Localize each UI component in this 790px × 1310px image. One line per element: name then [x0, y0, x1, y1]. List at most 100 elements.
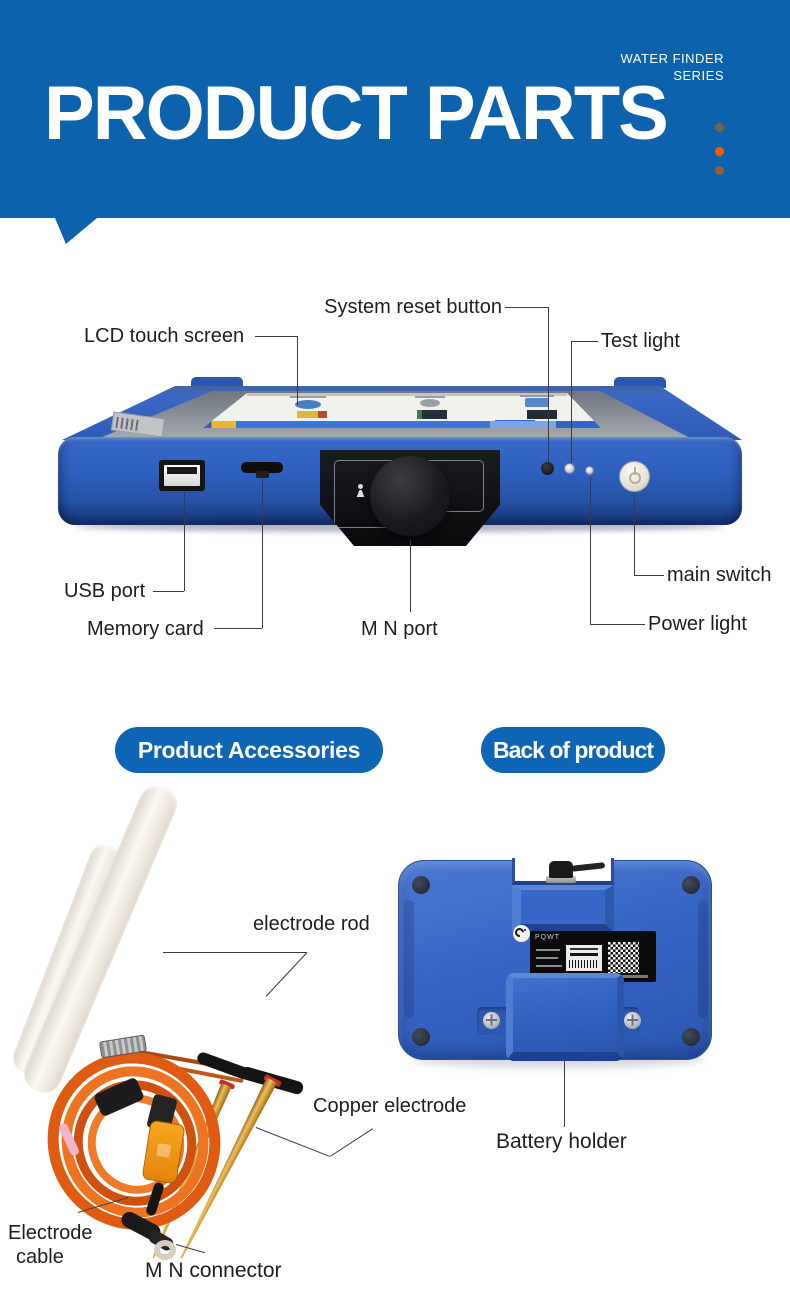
screen-menubar [247, 393, 567, 396]
device-rear-foot-right [614, 377, 666, 388]
battery-screw-right [624, 1012, 641, 1029]
device-rear-foot-left [191, 377, 243, 388]
series-caption: WATER FINDER SERIES [524, 50, 724, 84]
screw-slot [631, 1014, 634, 1026]
leader-test-light-v [571, 341, 572, 463]
screen-icon-window [525, 398, 549, 407]
screw-slot [490, 1014, 493, 1026]
person-icon-body [356, 490, 365, 497]
sticker-qr-code [608, 942, 639, 973]
serial-sticker-barcode [115, 416, 139, 431]
decor-dot-2 [715, 147, 724, 156]
callout-mn-connector: M N connector [145, 1259, 282, 1282]
leader-system-reset-v [548, 307, 549, 462]
leader-system-reset-h [505, 307, 548, 308]
memory-card-slot-graphic [241, 462, 283, 473]
battery-holder-graphic [506, 973, 624, 1061]
back-raised-panel [512, 885, 614, 932]
leader-mn-connector-d [175, 1244, 205, 1254]
leader-copper-electrode-d2 [329, 1128, 374, 1157]
header-pointer-triangle [55, 218, 97, 244]
sticker-field-line [536, 949, 560, 951]
callout-main-switch: main switch [667, 564, 772, 586]
back-corner-pad-br [682, 1028, 700, 1046]
leader-lcd-h [255, 336, 297, 337]
leader-lcd-v [297, 336, 298, 405]
usb-port-inner [164, 465, 200, 486]
cert-logo-dot [524, 929, 526, 931]
callout-copper-electrode: Copper electrode [313, 1095, 467, 1117]
screen-icon-gear [420, 399, 440, 407]
main-switch-graphic [619, 461, 650, 492]
sticker-barcode [569, 960, 599, 968]
leader-memory-v [262, 478, 263, 628]
leader-test-light-h [571, 341, 598, 342]
leader-electrode-rod-h [163, 952, 307, 953]
callout-memory-card: Memory card [87, 618, 204, 640]
sticker-field-line [536, 957, 558, 959]
system-reset-button-graphic [541, 462, 554, 475]
screen-icon-dark [527, 410, 557, 419]
back-groove-right [698, 900, 708, 1018]
screen-icon-round [295, 400, 321, 409]
leader-main-switch-v [634, 494, 635, 575]
decor-dot-3 [715, 166, 724, 175]
sticker-field-line [536, 965, 562, 967]
screen-text-smudge [520, 395, 554, 397]
callout-power-light: Power light [648, 613, 747, 635]
series-line-1: WATER FINDER [620, 51, 724, 66]
series-line-2: SERIES [673, 68, 724, 83]
callout-electrode-rod: electrode rod [253, 913, 370, 935]
leader-main-switch-h [634, 575, 664, 576]
mn-ring-terminal [154, 1240, 176, 1260]
decor-dot-1 [715, 123, 724, 132]
header-band [0, 0, 790, 218]
electrode-cable-line-1: Electrode [8, 1222, 93, 1244]
callout-system-reset: System reset button [324, 296, 502, 318]
leader-usb-v [184, 492, 185, 591]
mn-port-knob [370, 456, 450, 536]
usb-port-pins [167, 467, 197, 474]
mn-port-recess [320, 450, 500, 546]
back-groove-left [404, 900, 414, 1018]
leader-battery-holder-v [564, 1061, 565, 1127]
power-light-led [585, 466, 594, 475]
back-corner-pad-tl [412, 876, 430, 894]
sticker-model-box [566, 945, 602, 971]
screen-text-smudge [415, 396, 445, 398]
section-button-back-of-product: Back of product [481, 727, 665, 773]
cert-logo [513, 925, 530, 942]
leader-mn-port-v [410, 540, 411, 612]
callout-mn-port: M N port [361, 618, 438, 640]
lcd-screen-graphic [203, 393, 601, 428]
page-title: PRODUCT PARTS [44, 71, 669, 156]
battery-screw-left [483, 1012, 500, 1029]
screen-icon-meter [417, 410, 447, 419]
connector-block-window [156, 1143, 172, 1158]
memory-card-edge [256, 471, 269, 478]
callout-usb-port: USB port [64, 580, 146, 602]
back-connector-collar [546, 876, 576, 883]
screen-icon-bar [297, 411, 327, 418]
leader-memory-h [214, 628, 262, 629]
sticker-model-text-bold [570, 953, 598, 956]
back-connector-cap [549, 861, 573, 878]
leader-electrode-rod-d [265, 952, 308, 997]
power-icon-line [634, 467, 636, 475]
screen-taskbar [203, 421, 601, 428]
back-corner-pad-bl [412, 1028, 430, 1046]
screen-text-smudge [290, 396, 326, 398]
usb-port-graphic [159, 460, 205, 491]
leader-copper-electrode-d1 [255, 1127, 330, 1157]
callout-test-light: Test light [601, 330, 680, 352]
model-sticker-brand: PQWT [535, 934, 560, 941]
callout-battery-holder: Battery holder [496, 1130, 627, 1153]
sticker-model-text [570, 948, 598, 950]
person-icon [358, 484, 363, 489]
test-light-led [564, 463, 575, 474]
callout-electrode-cable: Electrode cable [8, 1221, 93, 1269]
electrode-cable-line-2: cable [16, 1246, 64, 1268]
leader-usb-h [153, 591, 184, 592]
section-button-accessories: Product Accessories [115, 727, 383, 773]
